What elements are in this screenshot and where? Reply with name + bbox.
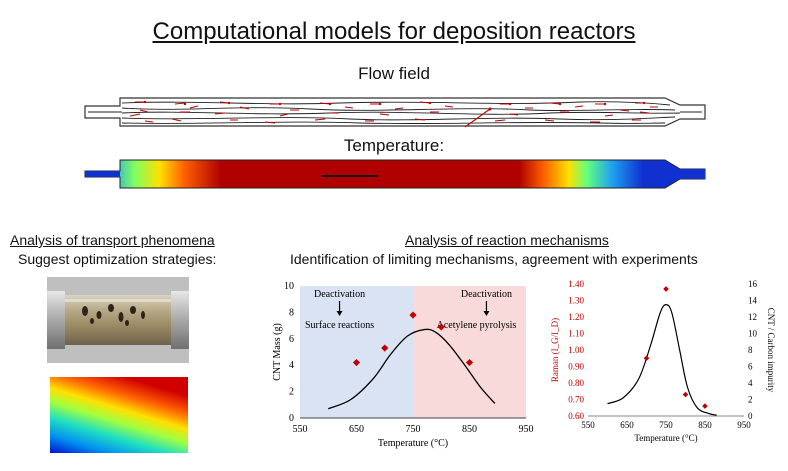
left-y-tick-label: 1.30 xyxy=(568,296,584,306)
right-y-tick-label: 6 xyxy=(748,362,753,372)
region-label-bottom: Surface reactions xyxy=(305,320,374,331)
left-y-tick-label: 0.70 xyxy=(568,395,584,405)
mechanisms-subtitle: Identification of limiting mechanisms, a… xyxy=(290,251,698,267)
temperature-field-diagram xyxy=(84,159,706,189)
right-y-tick-label: 2 xyxy=(748,395,753,405)
transport-subtitle: Suggest optimization strategies: xyxy=(18,251,217,267)
left-y-tick-label: 0.90 xyxy=(568,362,584,372)
x-tick-label: 850 xyxy=(698,420,712,430)
right-y-tick-label: 4 xyxy=(748,378,753,388)
arrow-head-icon xyxy=(336,311,343,316)
x-tick-label: 750 xyxy=(659,420,673,430)
velocity-colormap xyxy=(50,377,188,453)
region-surface-reactions xyxy=(300,286,413,418)
transport-title: Analysis of transport phenomena xyxy=(10,232,215,248)
y-axis-label: CNT Mass (g) xyxy=(272,323,283,381)
data-point xyxy=(465,358,474,367)
region-acetylene-pyrolysis xyxy=(413,286,526,418)
y-tick-label: 2 xyxy=(289,387,294,398)
left-y-tick-label: 0.60 xyxy=(568,411,584,421)
y-tick-label: 8 xyxy=(289,307,294,318)
left-y-tick-label: 1.20 xyxy=(568,312,584,322)
region-label-top: Deactivation xyxy=(314,289,365,300)
y-tick-label: 10 xyxy=(284,281,294,292)
reactor-photo xyxy=(47,277,189,363)
y-tick-label: 0 xyxy=(289,413,294,424)
x-tick-label: 950 xyxy=(737,420,751,430)
right-y-tick-label: 16 xyxy=(748,279,758,289)
right-y-tick-label: 14 xyxy=(748,296,758,306)
raman-data-point xyxy=(643,355,650,362)
right-y-axis-label: CNT / Carbon impurity xyxy=(766,308,776,393)
flow-field-label: Flow field xyxy=(358,64,430,83)
left-y-tick-label: 1.40 xyxy=(568,279,584,289)
model-curve xyxy=(328,328,496,410)
region-label-bottom: Acetylene pyrolysis xyxy=(437,320,517,331)
x-tick-label: 550 xyxy=(581,420,595,430)
x-tick-label: 750 xyxy=(406,424,421,435)
right-y-tick-label: 8 xyxy=(748,345,753,355)
x-axis-label: Temperature (°C) xyxy=(378,438,448,449)
left-y-tick-label: 0.80 xyxy=(568,378,584,388)
raman-data-point xyxy=(682,391,689,398)
right-y-tick-label: 10 xyxy=(748,329,758,339)
data-point xyxy=(437,323,445,331)
x-axis-label: Temperature (°C) xyxy=(634,433,697,443)
temperature-label: Temperature: xyxy=(343,136,445,155)
arrow-head-icon xyxy=(483,311,490,316)
page-title: Computational models for deposition reac… xyxy=(152,18,636,45)
x-tick-label: 950 xyxy=(519,424,534,435)
left-y-tick-label: 1.00 xyxy=(568,345,584,355)
data-point xyxy=(352,358,361,367)
ratio-curve xyxy=(607,304,717,416)
y-tick-label: 4 xyxy=(289,360,294,371)
x-tick-label: 650 xyxy=(349,424,364,435)
data-point xyxy=(381,344,389,352)
data-point xyxy=(409,311,417,319)
right-y-tick-label: 0 xyxy=(748,411,753,421)
left-y-axis-label: Raman (I_G/I_D) xyxy=(550,318,560,382)
y-tick-label: 6 xyxy=(289,334,294,345)
x-tick-label: 650 xyxy=(620,420,634,430)
raman-data-point xyxy=(702,403,708,409)
x-tick-label: 550 xyxy=(293,424,308,435)
raman-chart: 550 650 750 850 950 0.60 0.70 0.80 0.90 1.00 1.10 1… xyxy=(550,279,776,443)
mechanisms-title: Analysis of reaction mechanisms xyxy=(405,232,609,248)
left-y-tick-label: 1.10 xyxy=(568,329,584,339)
right-y-tick-label: 12 xyxy=(748,312,757,322)
x-tick-label: 850 xyxy=(462,424,477,435)
flow-field-diagram xyxy=(84,97,706,128)
region-label-top: Deactivation xyxy=(461,289,512,300)
raman-data-point xyxy=(663,286,669,292)
